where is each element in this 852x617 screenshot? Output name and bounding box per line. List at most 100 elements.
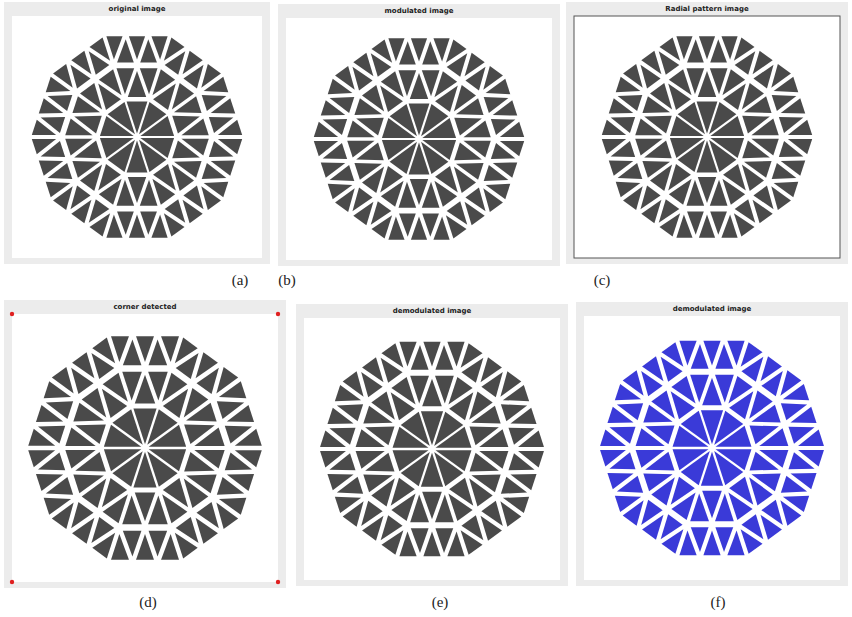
pattern-triangle [183,51,203,74]
pattern-triangle [52,503,74,529]
pattern-triangle [753,186,773,210]
pattern-triangle [741,342,763,367]
pattern-triangle [500,371,521,396]
pattern-triangle [71,368,93,394]
pattern-triangle [623,500,644,525]
pattern-triangle [100,116,134,136]
pattern-triangle [92,533,115,559]
pattern-triangle [600,430,626,446]
pattern-triangle [380,86,403,112]
panel-title: original image [109,5,166,13]
pattern-triangle [779,117,804,133]
pattern-triangle [503,497,529,513]
pattern-triangle [353,202,373,225]
pattern-triangle [781,403,807,420]
pattern-triangle [643,405,672,423]
pattern-triangle [314,122,338,137]
pattern-triangle [456,163,484,180]
plot-area [584,316,840,580]
pattern-triangle [723,164,746,190]
panel-caption: (e) [432,594,449,611]
pattern-triangle [493,162,518,177]
pattern-triangle [651,477,675,505]
pattern-triangle [98,84,121,110]
pattern-triangle [163,478,188,507]
pattern-triangle [80,165,102,191]
pattern-triangle [481,501,502,526]
pattern-triangle [165,199,186,222]
pattern-triangle [393,427,429,448]
plot-area [286,18,552,260]
pattern-triangle [372,215,393,238]
pattern-triangle [196,352,218,378]
pattern-triangle [321,100,346,115]
pattern-triangle [500,141,524,156]
pattern-triangle [174,161,202,178]
pattern-triangle [381,358,403,383]
pattern-triangle [73,403,104,422]
pattern-triangle [483,66,503,90]
pattern-triangle [194,450,224,469]
pattern-triangle [753,51,773,74]
pattern-triangle [65,427,95,446]
pattern-triangle [484,97,509,113]
pattern-triangle [216,367,238,393]
window-frame [278,4,560,266]
pattern-triangle [774,182,799,197]
pattern-triangle [642,515,663,540]
pattern-triangle [28,429,55,446]
pattern-triangle [436,450,472,471]
pattern-triangle [53,186,73,210]
pattern-triangle [734,38,755,61]
pattern-triangle [780,370,801,395]
pattern-triangle [328,79,353,94]
pattern-triangle [659,51,680,74]
panel-title: demodulated image [393,307,472,315]
pattern-triangle [518,451,544,467]
pattern-triangle [183,186,203,210]
pattern-triangle [209,117,234,133]
pattern-triangle [609,452,635,469]
pattern-triangle [347,120,374,137]
pattern-triangle [337,477,363,494]
pattern-triangle [749,391,773,419]
pattern-triangle [761,500,782,525]
pattern-triangle [727,531,744,556]
pattern-triangle [335,188,355,212]
pattern-triangle [661,357,683,382]
image-panel [296,304,568,586]
pattern-triangle [72,96,100,113]
pattern-triangle [102,389,127,418]
window-frame [296,304,568,586]
pattern-triangle [461,515,483,540]
pattern-triangle [783,496,809,512]
pattern-triangle [184,388,209,417]
image-panel [278,4,560,266]
image-panel [566,2,848,264]
pattern-triangle [470,427,499,446]
pattern-triangle [172,83,194,109]
pattern-triangle [343,501,364,526]
pattern-triangle [471,474,500,492]
pattern-triangle [186,475,217,494]
pattern-triangle [790,473,816,489]
pattern-triangle [111,336,129,362]
plot-area [574,16,840,258]
window-frame [566,2,848,264]
pattern-triangle [204,182,229,197]
pattern-triangle [741,514,763,539]
pattern-triangle [330,165,355,181]
pattern-triangle [616,77,641,92]
pattern-triangle [74,141,102,159]
pattern-triangle [668,84,691,110]
pattern-triangle [356,143,384,161]
pattern-triangle [772,95,797,111]
pattern-triangle [399,342,416,367]
image-panel [4,2,270,264]
pattern-triangle [218,139,242,154]
pattern-triangle [486,184,511,199]
pattern-triangle [501,404,527,421]
pattern-triangle [371,53,392,76]
pattern-triangle [721,215,737,238]
pattern-triangle [356,429,385,447]
